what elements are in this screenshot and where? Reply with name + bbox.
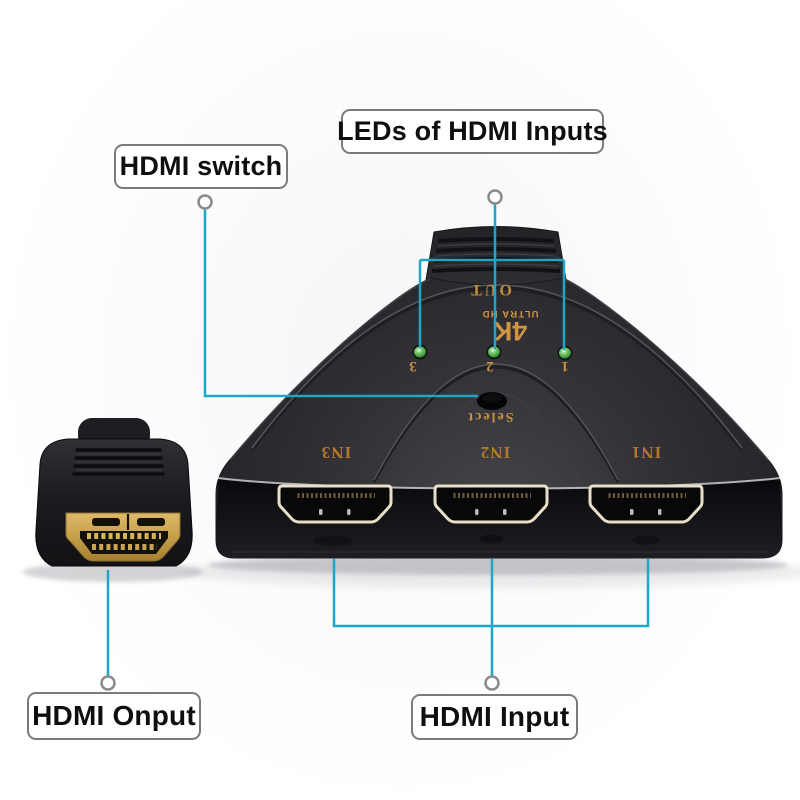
mold-mark — [313, 536, 353, 546]
led-2-number: 2 — [486, 358, 494, 374]
hdmi-input-label: HDMI Input — [411, 694, 578, 740]
callout-line-hdmi-switch — [203, 208, 478, 398]
logo-4k-text: 4K — [492, 316, 527, 346]
right-edge-highlight — [563, 278, 769, 461]
led-3: 3 — [409, 344, 428, 374]
hdmi-onput-label: HDMI Onput — [27, 692, 201, 740]
plug-shadow — [23, 562, 203, 582]
led-3-number: 3 — [409, 358, 417, 374]
plug-slot-right — [137, 518, 165, 526]
port-in2-label: IN2 — [480, 443, 510, 462]
mold-mark — [479, 534, 503, 544]
device-shadow — [208, 555, 788, 575]
logo-4k-ultra-hd: 4K ULTRA HD — [481, 308, 538, 346]
led-1: 1 — [557, 345, 573, 374]
out-port-label: OUT — [468, 281, 512, 298]
callout-lines — [106, 203, 650, 677]
callout-anchor-leds — [487, 189, 503, 205]
hdmi-cable-plug — [35, 418, 193, 567]
callout-anchor-hdmi-input — [484, 675, 500, 691]
port-in1: IN1 — [588, 443, 704, 524]
plug-gold-connector — [65, 512, 181, 562]
hdmi-switch-label: HDMI switch — [114, 144, 288, 189]
plug-slot-left — [92, 518, 120, 526]
port-in2: IN2 — [433, 443, 549, 524]
port-in3: IN3 — [277, 443, 393, 524]
led-2: 2 — [486, 344, 502, 374]
select-button: Select — [467, 392, 514, 424]
select-button-label: Select — [467, 409, 514, 424]
callout-anchors — [100, 189, 503, 691]
callout-anchor-hdmi-switch — [197, 194, 213, 210]
hdmi-switch-device: OUT 4K ULTRA HD 3 2 1 Select — [215, 226, 783, 559]
callout-anchor-hdmi-onput — [100, 675, 116, 691]
port-in1-label: IN1 — [631, 443, 661, 462]
leds-of-hdmi-inputs-label: LEDs of HDMI Inputs — [337, 109, 608, 154]
logo-ultra-hd-text: ULTRA HD — [481, 308, 538, 319]
port-in3-label: IN3 — [321, 443, 351, 462]
led-1-number: 1 — [561, 358, 569, 374]
plug-ridges — [72, 448, 165, 476]
left-edge-highlight — [229, 278, 431, 461]
mold-mark — [632, 535, 660, 545]
